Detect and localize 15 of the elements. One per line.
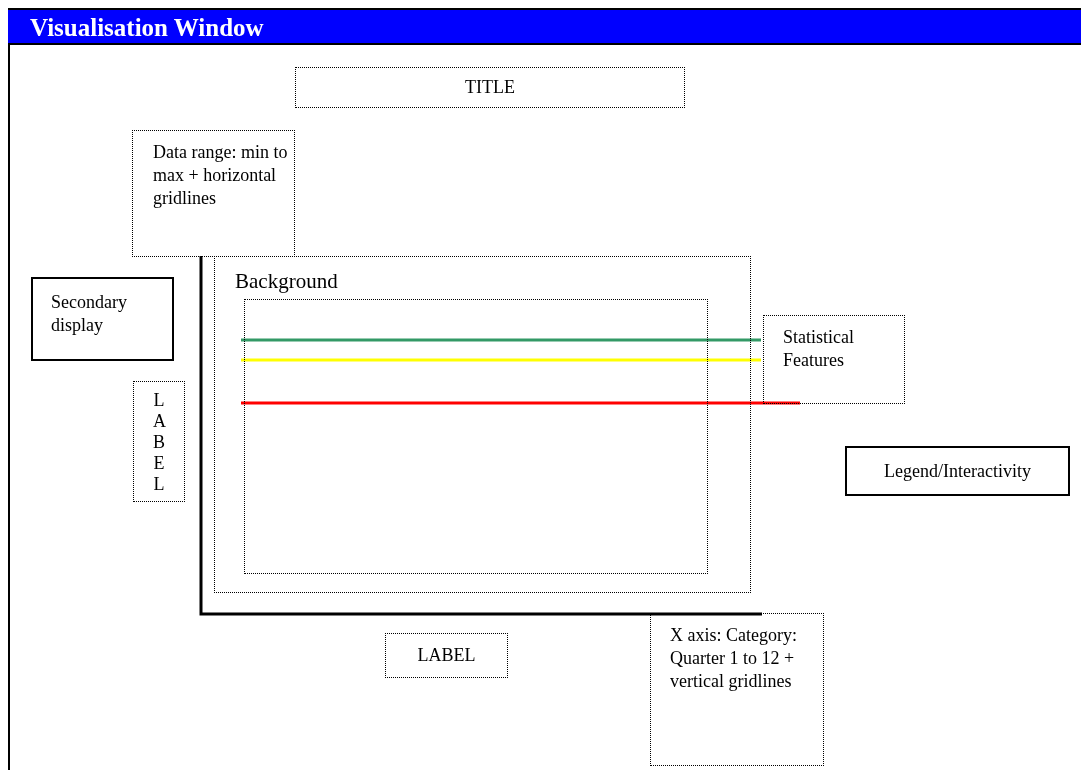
annotation-box: X axis: Category: Quarter 1 to 12 + vertical gridlines bbox=[650, 613, 824, 766]
window-title: Visualisation Window bbox=[30, 14, 264, 42]
legend-box: Legend/Interactivity bbox=[845, 446, 1070, 496]
leader-line bbox=[241, 358, 761, 362]
axis-label-box: LABEL bbox=[385, 633, 508, 678]
annotation-box: Statistical Features bbox=[763, 315, 905, 404]
leader-line bbox=[241, 338, 761, 342]
window-frame bbox=[8, 8, 1081, 770]
area-label: Background bbox=[235, 269, 338, 293]
annotation-box: Data range: min to max + horizontal gridlines bbox=[132, 130, 295, 257]
axis-label-box: LABEL bbox=[133, 381, 185, 502]
title-box: TITLE bbox=[295, 67, 685, 108]
secondary-display-panel: Secondary display bbox=[31, 277, 174, 361]
plot-area bbox=[244, 299, 708, 574]
leader-line bbox=[241, 401, 800, 405]
